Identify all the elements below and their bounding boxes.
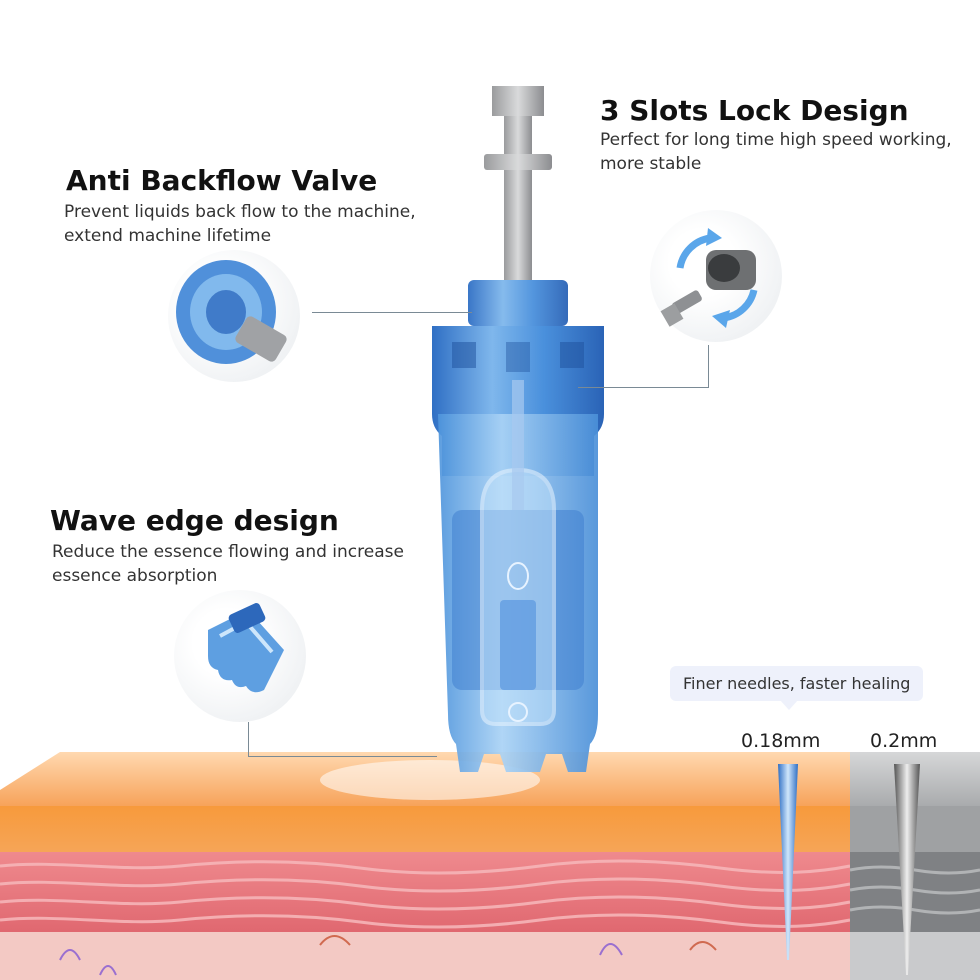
anti-backflow-description: Prevent liquids back flow to the machine…	[64, 200, 416, 248]
wave-edge-title: Wave edge design	[50, 504, 339, 537]
needle-comparison-note: Finer needles, faster healing	[670, 666, 924, 710]
slots-lock-description-line1: Perfect for long time high speed working…	[600, 130, 952, 150]
fine-needle	[778, 764, 798, 960]
wave-edge-detail-bubble	[174, 590, 306, 722]
slots-lock-description-line2: more stable	[600, 154, 702, 174]
dermis-layer	[0, 932, 850, 980]
needle-comparison-graphic	[778, 764, 920, 975]
slots-lock-detail-bubble	[650, 210, 782, 342]
epidermis-layer	[0, 806, 850, 852]
standard-needle	[894, 764, 920, 975]
cartridge-product	[432, 86, 604, 772]
wave-edge-description-line1: Reduce the essence flowing and increase	[52, 542, 404, 562]
rotation-arrows-icon	[660, 228, 758, 328]
anti-backflow-description-line2: extend machine lifetime	[64, 226, 272, 246]
standard-needle-label: 0.2mm	[870, 730, 938, 752]
slots-lock-connector	[578, 345, 709, 388]
slots-lock-title: 3 Slots Lock Design	[600, 94, 909, 127]
anti-backflow-connector	[312, 312, 472, 313]
wave-edge-description-line2: essence absorption	[52, 566, 218, 586]
anti-backflow-description-line1: Prevent liquids back flow to the machine…	[64, 202, 416, 222]
valve-closeup	[176, 260, 287, 364]
contact-glow	[320, 760, 540, 800]
wave-edge-description: Reduce the essence flowing and increase …	[52, 540, 404, 588]
anti-backflow-detail-bubble	[168, 250, 300, 382]
wave-edge-connector	[248, 722, 437, 757]
fine-needle-label: 0.18mm	[741, 730, 821, 752]
anti-backflow-title: Anti Backflow Valve	[66, 164, 378, 197]
slots-lock-description: Perfect for long time high speed working…	[600, 128, 952, 176]
wave-edge-closeup	[208, 603, 284, 693]
